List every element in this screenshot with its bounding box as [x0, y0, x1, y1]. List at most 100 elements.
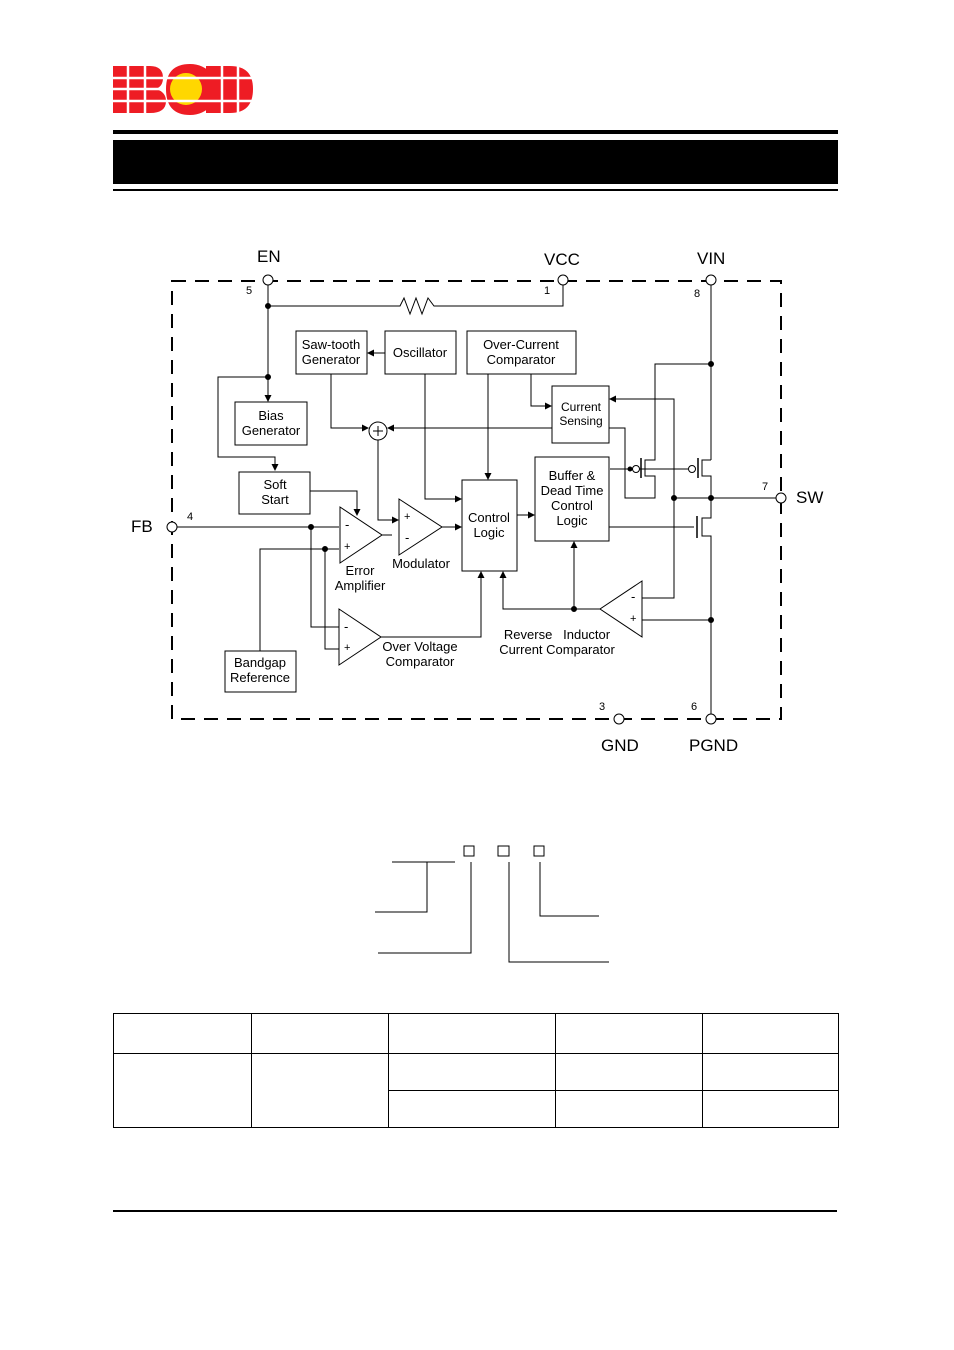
svg-text:Reverse Inductor: Reverse Inductor — [504, 627, 611, 642]
table-cell — [702, 1053, 839, 1091]
code-line-3 — [508, 862, 609, 963]
oscillator-block: Oscillator — [384, 330, 457, 375]
svg-text:Bandgap: Bandgap — [234, 655, 286, 670]
table-row — [114, 1090, 839, 1128]
footer-rule — [113, 1210, 837, 1212]
table-cell — [251, 1053, 389, 1128]
table-cell — [555, 1053, 703, 1091]
soft-start-block: Soft Start — [238, 471, 311, 515]
pin-gnd-label: GND — [601, 736, 639, 755]
svg-text:Error: Error — [346, 563, 376, 578]
pin-vin: VIN 8 — [694, 249, 725, 300]
table-cell — [388, 1053, 556, 1091]
code-line-2 — [378, 862, 472, 954]
svg-text:Over Voltage: Over Voltage — [382, 639, 457, 654]
table-cell — [388, 1090, 556, 1128]
bcd-logo — [113, 64, 253, 115]
error-amplifier: - + Error Amplifier — [335, 506, 386, 593]
svg-text:Control: Control — [551, 498, 593, 513]
table-cell — [555, 1013, 703, 1054]
header-rule-bottom — [113, 189, 838, 191]
power-stage — [609, 285, 776, 714]
table-header-row — [113, 1013, 839, 1054]
logo-letter-b — [113, 66, 166, 113]
pin-sw-label: SW — [796, 488, 823, 507]
table-cell — [113, 1013, 252, 1054]
svg-text:Reference: Reference — [230, 670, 290, 685]
bandgap-reference-block: Bandgap Reference — [224, 650, 297, 693]
table-cell — [113, 1053, 252, 1128]
svg-text:Comparator: Comparator — [386, 654, 455, 669]
pin-gnd: GND 3 — [599, 701, 639, 755]
svg-text:Amplifier: Amplifier — [335, 578, 386, 593]
pin-fb: FB 4 — [131, 511, 193, 536]
svg-text:Logic: Logic — [473, 525, 505, 540]
pin-vcc-label: VCC — [544, 250, 580, 269]
svg-text:Over-Current: Over-Current — [483, 337, 559, 352]
svg-text:+: + — [404, 511, 410, 523]
svg-text:Dead Time: Dead Time — [541, 483, 604, 498]
svg-text:+: + — [344, 642, 350, 654]
svg-text:Current: Current — [561, 400, 602, 414]
svg-text:-: - — [344, 619, 348, 634]
buffer-dead-time-block: Buffer & Dead Time Control Logic — [534, 456, 610, 542]
control-logic-block: Control Logic — [461, 479, 518, 572]
pin-en-number: 5 — [246, 285, 252, 297]
code-line-1 — [375, 861, 455, 913]
over-current-comparator-block: Over-Current Comparator — [466, 330, 577, 375]
code-box-1 — [463, 845, 475, 857]
svg-text:Soft: Soft — [263, 477, 287, 492]
pin-vin-number: 8 — [694, 288, 700, 300]
code-line-4 — [539, 862, 599, 917]
svg-text:Saw-tooth: Saw-tooth — [302, 337, 361, 352]
en-distribution — [217, 306, 279, 471]
svg-text:Generator: Generator — [242, 423, 301, 438]
svg-text:Generator: Generator — [302, 352, 361, 367]
svg-text:Sensing: Sensing — [559, 414, 602, 428]
signal-wires — [177, 349, 600, 651]
reverse-current-comparator: - + Reverse Inductor Current Comparator — [499, 580, 643, 657]
pin-en: EN 5 — [246, 247, 281, 297]
ordering-table — [113, 1013, 839, 1128]
current-sensing-block: Current Sensing — [551, 385, 610, 444]
table-row — [113, 1053, 839, 1128]
svg-text:+: + — [630, 613, 636, 625]
modulator: + - Modulator — [392, 498, 451, 571]
svg-text:Current Comparator: Current Comparator — [499, 642, 615, 657]
pin-gnd-number: 3 — [599, 701, 605, 713]
svg-text:Bias: Bias — [258, 408, 284, 423]
pin-pgnd: PGND 6 — [689, 701, 738, 755]
pin-vcc-number: 1 — [544, 285, 550, 297]
pin-sw: SW 7 — [762, 481, 823, 507]
svg-text:Control: Control — [468, 510, 510, 525]
header-rule-top — [113, 130, 838, 134]
svg-text:-: - — [405, 530, 409, 545]
svg-text:-: - — [345, 517, 349, 532]
sawtooth-generator-block: Saw-tooth Generator — [295, 330, 368, 375]
logo-letter-c — [166, 64, 212, 115]
svg-text:Comparator: Comparator — [487, 352, 556, 367]
block-diagram: EN 5 VCC 1 VIN 8 SW 7 FB 4 GND 3 PGND 6 — [131, 247, 823, 755]
bias-generator-block: Bias Generator — [234, 401, 308, 446]
svg-text:Modulator: Modulator — [392, 556, 450, 571]
svg-text:Logic: Logic — [556, 513, 588, 528]
pin-pgnd-number: 6 — [691, 701, 697, 713]
svg-text:Start: Start — [261, 492, 289, 507]
pin-vin-label: VIN — [697, 249, 725, 268]
code-box-3 — [533, 845, 545, 857]
table-cell — [251, 1013, 389, 1054]
svg-text:-: - — [631, 589, 635, 604]
table-cell — [702, 1090, 839, 1128]
pin-sw-number: 7 — [762, 481, 768, 493]
code-box-2 — [497, 845, 510, 857]
table-cell — [388, 1013, 556, 1054]
svg-text:Buffer &: Buffer & — [549, 468, 596, 483]
pin-en-label: EN — [257, 247, 281, 266]
over-voltage-comparator: - + Over Voltage Comparator — [338, 608, 458, 669]
logo-letter-d — [206, 66, 253, 113]
pin-fb-number: 4 — [187, 511, 193, 523]
svg-text:+: + — [344, 541, 350, 553]
svg-text:Oscillator: Oscillator — [393, 345, 448, 360]
table-cell — [555, 1090, 703, 1128]
